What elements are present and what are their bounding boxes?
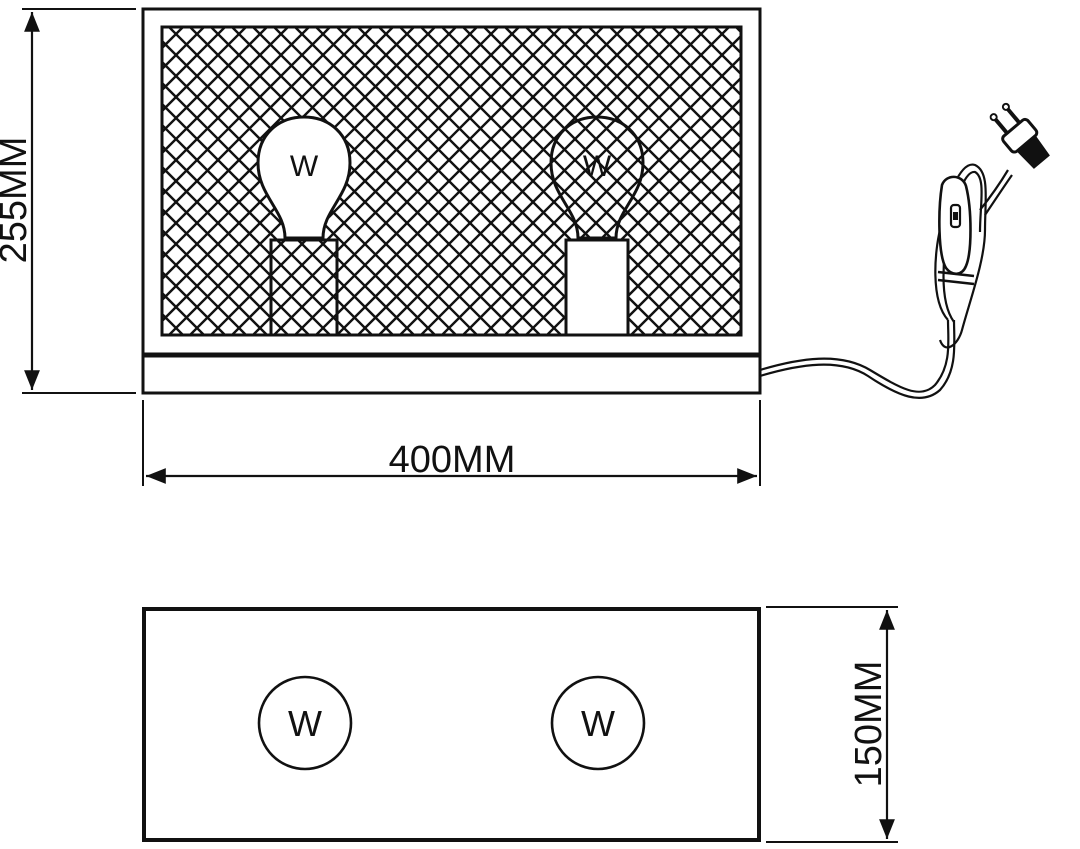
mesh-line [1030, 27, 1080, 335]
mesh-line [162, 27, 268, 134]
width-label: 400MM [389, 439, 516, 481]
depth-dimension: 150MM [766, 606, 898, 843]
mesh-line [946, 27, 1080, 335]
mesh-line [420, 27, 730, 335]
mesh-line [162, 27, 331, 197]
mesh-line [735, 27, 741, 34]
mesh-line [162, 27, 394, 260]
mesh-line [294, 27, 604, 335]
top-frame [142, 607, 761, 842]
mesh-line [162, 249, 247, 335]
bulb-mark: W [583, 150, 612, 183]
mesh-panel [160, 25, 1080, 337]
mesh-line [735, 328, 741, 335]
mesh-line [162, 270, 226, 335]
bulb-glass [549, 115, 645, 240]
mesh-line [799, 27, 1080, 335]
inline-switch [938, 175, 972, 276]
front-bulb-right: W [549, 115, 645, 337]
mesh-line [609, 202, 741, 335]
mesh-line [946, 27, 1080, 335]
depth-label: 150MM [848, 661, 890, 788]
mesh-line [210, 27, 520, 335]
mesh-line [162, 228, 268, 335]
top-bulb-left: W [257, 675, 353, 771]
mesh-line [162, 27, 310, 176]
mesh-line [862, 27, 1080, 335]
mesh-line [672, 265, 741, 335]
mesh-line [862, 27, 1080, 335]
power-plug [989, 102, 1050, 169]
mesh-line [336, 27, 646, 335]
front-frame [141, 7, 762, 356]
bulb-glass [256, 115, 352, 240]
mesh-line [630, 223, 741, 335]
mesh-line [630, 27, 741, 139]
top-view: W W [142, 607, 761, 842]
width-dimension: 400MM [142, 400, 761, 486]
mesh-line [588, 181, 741, 335]
bulb-mark: W [581, 703, 615, 744]
mesh-line [504, 97, 741, 335]
mesh-line [757, 27, 1065, 335]
mesh-line [1009, 27, 1080, 335]
mesh-line [1030, 27, 1080, 335]
bulb-mark: W [290, 150, 319, 183]
bulb-socket-mesh [269, 238, 339, 337]
front-base [141, 354, 762, 395]
mesh-line [162, 27, 289, 155]
mesh-line [778, 27, 1080, 335]
mesh-line [162, 27, 247, 113]
mesh-line [252, 27, 562, 335]
mesh-line [651, 244, 741, 335]
mesh-line [162, 207, 289, 335]
bulb-socket-plain [564, 238, 630, 337]
height-dimension: 255MM [0, 8, 136, 394]
mesh-line [588, 27, 741, 181]
front-bulb-left: W [256, 115, 352, 337]
mesh-line [162, 27, 352, 218]
front-view: W W [141, 7, 1080, 399]
mesh-line [462, 55, 741, 335]
mesh-line [1009, 27, 1080, 335]
mesh-line [273, 27, 583, 335]
mesh-line [609, 27, 741, 160]
height-label: 255MM [0, 137, 35, 264]
mesh-line [651, 27, 741, 118]
mesh-line [672, 27, 741, 97]
power-cord [759, 163, 1013, 399]
top-bulb-right: W [550, 675, 646, 771]
mesh-line [378, 27, 688, 335]
mesh-line [757, 27, 1065, 335]
mesh-line [778, 27, 1080, 335]
mesh-line [904, 27, 1080, 335]
mesh-line [162, 27, 373, 239]
mesh-line [357, 27, 667, 335]
mesh-line [441, 34, 741, 335]
mesh-line [231, 27, 541, 335]
mesh-line [315, 27, 625, 335]
mesh-line [799, 27, 1080, 335]
bulb-mark: W [288, 703, 322, 744]
mesh-line [162, 27, 226, 92]
mesh-line [162, 186, 310, 335]
mesh-line [904, 27, 1080, 335]
